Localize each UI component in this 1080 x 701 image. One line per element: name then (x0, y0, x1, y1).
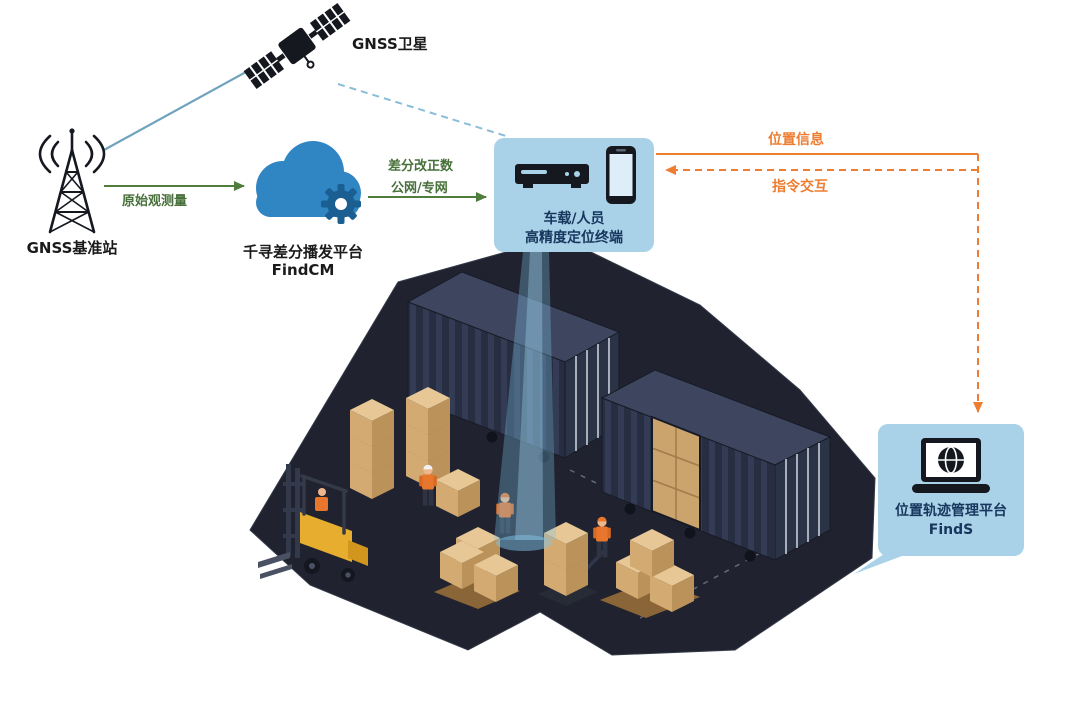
raw-observation-label: 原始观测量 (122, 194, 188, 209)
radio-tower-icon (38, 128, 106, 234)
warehouse-scene (249, 236, 876, 656)
command-interaction-label: 指令交互 (772, 179, 828, 195)
pallet-stacks (350, 387, 480, 517)
finds-label-line2: FindS (928, 522, 974, 538)
laptop-globe-icon (912, 438, 990, 493)
cloud-platform-label: 千寻差分播发平台 (242, 243, 363, 261)
finds-panel: 位置轨迹管理平台 FindS (878, 424, 1024, 556)
base-station-label: GNSS基准站 (26, 239, 118, 257)
finds-label-line1: 位置轨迹管理平台 (895, 503, 1007, 519)
pallet-cluster-right (600, 529, 700, 618)
correction-label-line1: 差分改正数 (388, 159, 454, 174)
pallet-jack (538, 522, 605, 606)
terminal-label-line1: 车载/人员 (543, 211, 605, 227)
gear-icon (321, 184, 361, 224)
satellite-label: GNSS卫星 (352, 35, 428, 53)
correction-label-line2: 公网/专网 (391, 181, 448, 196)
forklift (258, 464, 368, 582)
satellite-icon (243, 3, 351, 89)
pallet-cluster-front (434, 527, 520, 609)
vehicle-terminal-icon (515, 164, 589, 188)
cloud-gear-icon (256, 141, 361, 224)
smartphone-icon (606, 146, 636, 204)
terminal-devices (494, 138, 654, 210)
worker-1 (419, 464, 437, 506)
terminal-label-line2: 高精度定位终端 (525, 230, 623, 246)
open-door-cargo (651, 415, 701, 532)
position-info-label: 位置信息 (768, 132, 824, 148)
finds-panel-tail (854, 550, 918, 574)
cloud-product-label: FindCM (271, 261, 335, 279)
container-2 (600, 369, 832, 562)
positioning-beam (494, 252, 556, 551)
link-tower-satellite (103, 61, 265, 151)
link-satellite-terminal (337, 83, 507, 137)
finds-icon-wrap (878, 424, 1024, 502)
terminal-panel: 车载/人员 高精度定位终端 (494, 138, 654, 252)
